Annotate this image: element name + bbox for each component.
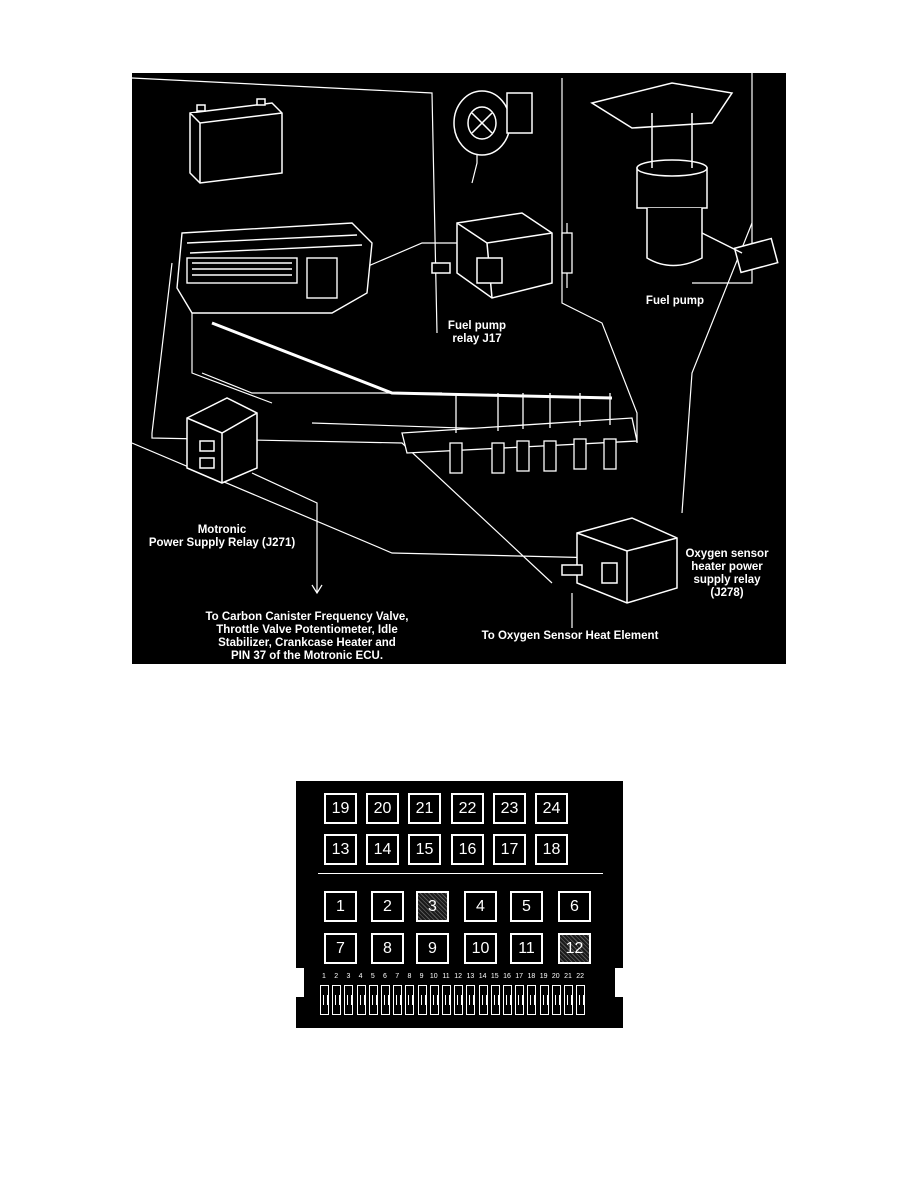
fuse — [564, 985, 573, 1015]
fuse-number: 22 — [576, 973, 585, 980]
fuse — [478, 985, 488, 1015]
fuse — [381, 985, 390, 1015]
fuse-number: 13 — [466, 973, 475, 980]
fuse — [539, 985, 549, 1015]
wire — [692, 73, 753, 284]
fuse-number: 6 — [383, 973, 387, 980]
fuse-number: 21 — [564, 973, 572, 980]
fuse — [442, 985, 451, 1015]
relay-slot: 4 — [464, 891, 497, 922]
fuse — [332, 985, 342, 1015]
relay-slot: 6 — [558, 891, 591, 922]
fuse — [527, 985, 537, 1015]
relay-slot: 1 — [324, 891, 357, 922]
fuel-line-fuse — [561, 232, 573, 274]
relay-slot: 22 — [451, 793, 484, 824]
wire — [561, 78, 638, 443]
label-oxygen-sensor-heat-element: To Oxygen Sensor Heat Element — [481, 630, 659, 642]
fuse — [344, 985, 354, 1015]
fuse-number: 10 — [429, 973, 438, 980]
relay-slot: 18 — [535, 834, 568, 865]
relay-slot: 20 — [366, 793, 399, 824]
fuse-number: 7 — [395, 973, 400, 980]
wire — [201, 372, 442, 394]
relay-slot: 8 — [371, 933, 404, 964]
wire — [132, 77, 438, 334]
relay-slot: 17 — [493, 834, 526, 865]
fuse — [490, 985, 500, 1015]
relay-slot: 13 — [324, 834, 357, 865]
label-fuel-pump: Fuel pump — [645, 295, 705, 307]
panel-divider — [318, 873, 603, 874]
motronic-ecu — [176, 222, 373, 314]
oxygen-sensor-relay-j278 — [561, 517, 678, 604]
fuse — [515, 985, 525, 1015]
fuel-injectors — [401, 393, 638, 474]
relay-slot: 15 — [408, 834, 441, 865]
wire — [681, 222, 753, 514]
relay-slot: 16 — [451, 834, 484, 865]
ignition-switch — [453, 90, 533, 156]
relay-slot: 24 — [535, 793, 568, 824]
relay-slot: 5 — [510, 891, 543, 922]
fuse-number: 19 — [539, 973, 548, 980]
fuse — [368, 985, 378, 1015]
fuse — [576, 985, 586, 1015]
label-motronic-relay: Motronic Power Supply Relay (J271) — [148, 524, 296, 549]
fuse-number: 5 — [370, 973, 375, 980]
wire — [151, 262, 553, 584]
fuse-number: 3 — [346, 973, 351, 980]
relay-slot: 23 — [493, 793, 526, 824]
fuse-number: 1 — [322, 973, 326, 980]
fuse — [466, 985, 476, 1015]
fuse-number: 14 — [478, 973, 487, 980]
panel-left-tab — [296, 967, 305, 998]
fuse — [405, 985, 415, 1015]
wiring-diagram-artwork — [132, 73, 779, 628]
fuse-number: 12 — [454, 973, 463, 980]
relay-slot: 10 — [464, 933, 497, 964]
fuse — [503, 985, 512, 1015]
fuse — [417, 985, 427, 1015]
relay-slot: 12 — [558, 933, 591, 964]
arrow-down-icon — [311, 584, 323, 595]
relay-slot: 9 — [416, 933, 449, 964]
fuse — [454, 985, 464, 1015]
fuse-number: 11 — [442, 973, 450, 980]
fuse-number: 18 — [527, 973, 536, 980]
fuse — [393, 985, 403, 1015]
relay-slot: 7 — [324, 933, 357, 964]
fuse — [551, 985, 561, 1015]
relay-slot: 3 — [416, 891, 449, 922]
fuse — [429, 985, 439, 1015]
fuse-number: 4 — [358, 973, 363, 980]
fuel-pump — [590, 82, 779, 274]
battery — [189, 98, 283, 184]
label-carbon-canister: To Carbon Canister Frequency Valve, Thro… — [205, 611, 409, 662]
label-fuel-pump-relay: Fuel pump relay J17 — [447, 320, 507, 345]
fuse-number: 15 — [490, 973, 499, 980]
panel-right-tab — [614, 967, 623, 998]
fuse-number: 20 — [551, 973, 560, 980]
fuse-number: 8 — [407, 973, 412, 980]
fuel-pump-relay-j17 — [431, 212, 553, 299]
relay-slot: 21 — [408, 793, 441, 824]
relay-slot: 14 — [366, 834, 399, 865]
fuse-number: 9 — [419, 973, 424, 980]
fuse — [356, 985, 366, 1015]
fuel-system-wiring-diagram: Fuel pump Fuel pump relay J17 Motronic P… — [132, 73, 786, 664]
label-oxygen-sensor-relay: Oxygen sensor heater power supply relay … — [685, 548, 769, 599]
fuse-number: 17 — [515, 973, 524, 980]
injector-harness — [211, 321, 613, 400]
fuse-number: 16 — [503, 973, 511, 980]
relay-slot: 11 — [510, 933, 543, 964]
motronic-relay-j271 — [186, 397, 258, 484]
fuse-number: 2 — [334, 973, 339, 980]
wire — [251, 472, 318, 573]
relay-slot: 19 — [324, 793, 357, 824]
fuse — [320, 985, 329, 1015]
relay-slot: 2 — [371, 891, 404, 922]
